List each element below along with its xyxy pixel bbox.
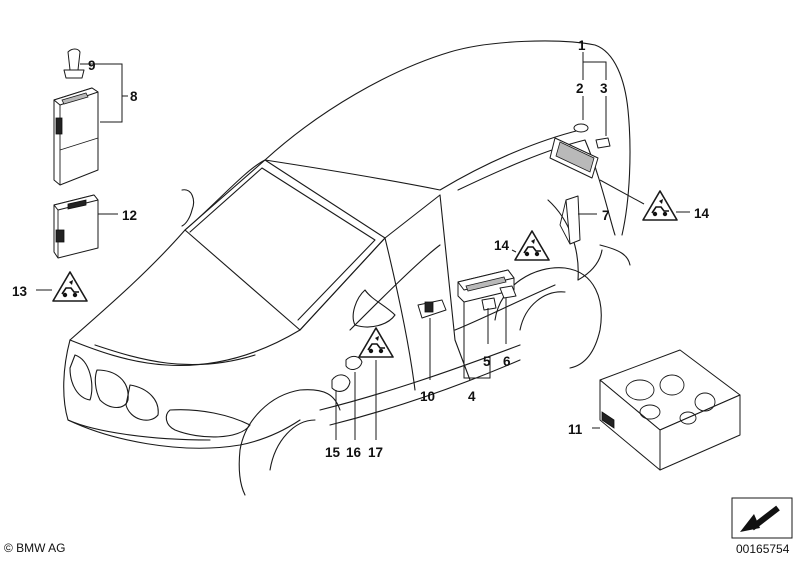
bulb-kit-box-11 [599,349,741,471]
callout-6: 6 [503,354,511,369]
interior-lamp-assembly [53,48,99,186]
callout-2: 2 [576,81,584,96]
warning-triangle-icon [514,230,550,261]
warning-triangle-icon [642,190,678,221]
callout-14-door: 14 [494,238,510,253]
callout-4: 4 [468,389,476,404]
callout-9: 9 [88,58,96,73]
diagram-number: 00165754 [736,542,790,556]
warning-triangle-icon [358,327,394,358]
connector-10 [417,299,447,319]
callout-3: 3 [600,81,608,96]
leader-lines [36,52,690,440]
callout-16: 16 [346,445,362,460]
warning-triangle-icon [52,271,88,302]
dome-lamp-1 [549,123,611,179]
bulbs-15-16 [331,355,363,392]
callout-13: 13 [12,284,28,299]
callout-numbers: 9 8 12 13 1 2 3 7 14 14 5 6 4 10 11 15 1… [12,38,710,460]
callout-12: 12 [122,208,137,223]
arrow-nav-icon[interactable] [731,497,793,539]
callout-14-right: 14 [694,206,710,221]
callout-7: 7 [602,208,610,223]
callout-17: 17 [368,445,383,460]
callout-10: 10 [420,389,435,404]
callout-5: 5 [483,354,491,369]
door-lamp-4 [457,269,517,311]
trunk-lamp-7 [559,195,581,245]
map-lamp-12 [53,194,99,259]
callout-1: 1 [578,38,586,53]
copyright-label: © BMW AG [4,541,66,555]
callout-15: 15 [325,445,341,460]
callout-11: 11 [568,422,583,437]
vehicle-outline [63,40,631,496]
callout-8: 8 [130,89,138,104]
footer: © BMW AG 00165754 [4,497,793,556]
